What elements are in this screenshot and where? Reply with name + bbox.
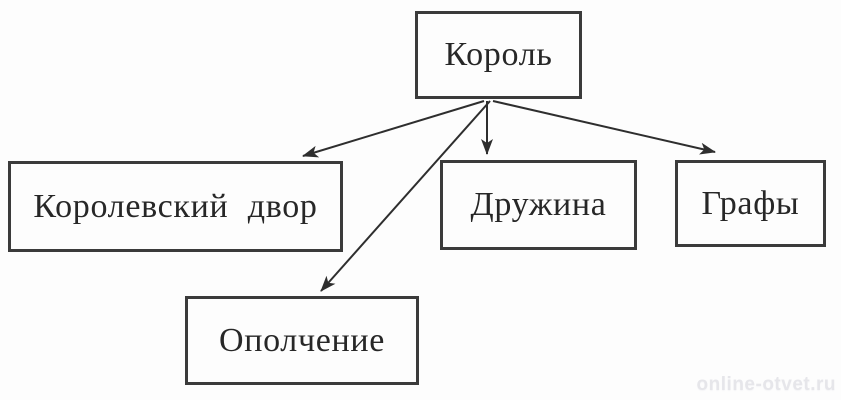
node-king-label: Король (444, 36, 553, 73)
watermark: online-otvet.ru (696, 374, 836, 395)
node-militia: Ополчение (185, 296, 419, 385)
node-druzhina: Дружина (440, 160, 637, 250)
node-king: Король (415, 11, 582, 99)
arrow-king-to-royal-court (302, 100, 485, 158)
node-counts-label: Графы (701, 184, 800, 222)
node-royal-court: Королевский двор (8, 161, 343, 252)
node-militia-label: Ополчение (218, 321, 386, 359)
node-druzhina-label: Дружина (470, 186, 607, 223)
node-counts: Графы (675, 160, 826, 247)
node-royal-court-label: Королевский двор (33, 187, 318, 225)
arrow-king-to-counts (492, 100, 716, 155)
